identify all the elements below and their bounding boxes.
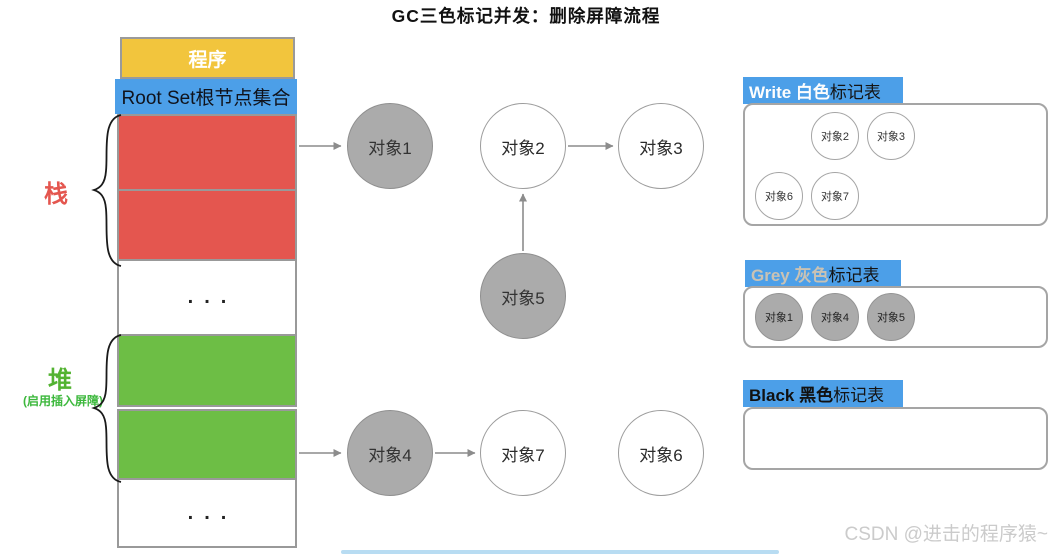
heap-side-label: 堆 (48, 367, 72, 394)
heap-side-note: (启用插入屏障) (23, 394, 103, 408)
black-table-title-en: Black 黑色 (749, 386, 834, 405)
grey-table-title-en: Grey 灰色 (751, 266, 829, 285)
node-obj7: 对象7 (480, 410, 566, 496)
node-obj4: 对象4 (347, 410, 433, 496)
grey-table-header: Grey 灰色标记表 (745, 260, 901, 287)
mini-node-label: 对象7 (820, 191, 850, 203)
white-table-item-obj3: 对象3 (867, 112, 915, 160)
grey-table-item-obj5: 对象5 (867, 293, 915, 341)
node-obj6: 对象6 (618, 410, 704, 496)
white-table-header: Write 白色标记表 (743, 77, 903, 104)
stack-side-label: 栈 (44, 181, 68, 208)
stack-cell-red-1 (117, 114, 297, 191)
white-table-item-obj2: 对象2 (811, 112, 859, 160)
page-title: GC三色标记并发：删除屏障流程 (391, 6, 661, 26)
node-obj5: 对象5 (480, 253, 566, 339)
heap-cell-green-1 (117, 334, 297, 407)
heap-cell-ellipsis-2: ... (117, 478, 297, 548)
mini-node-label: 对象1 (764, 312, 794, 324)
node-label: 对象1 (368, 138, 412, 158)
node-label: 对象3 (639, 138, 683, 158)
node-obj1: 对象1 (347, 103, 433, 189)
node-label: 对象6 (639, 445, 683, 465)
rootset-box: Root Set根节点集合 (115, 79, 297, 114)
black-table-header: Black 黑色标记表 (743, 380, 903, 407)
white-table-title-en: Write 白色 (749, 83, 830, 102)
bottom-cropped-box-edge (341, 550, 779, 554)
node-obj3: 对象3 (618, 103, 704, 189)
white-table-title-zh: 标记表 (829, 83, 881, 102)
ellipsis-label: ... (187, 286, 238, 308)
mini-node-label: 对象4 (820, 312, 850, 324)
mini-node-label: 对象3 (876, 131, 906, 143)
ellipsis-label: ... (187, 501, 238, 524)
mini-node-label: 对象5 (876, 312, 906, 324)
mini-node-label: 对象6 (764, 191, 794, 203)
grey-table-title-zh: 标记表 (828, 266, 880, 285)
white-table-item-obj6: 对象6 (755, 172, 803, 220)
black-table-box (743, 407, 1048, 470)
node-label: 对象4 (368, 445, 412, 465)
stack-cell-ellipsis-1: ... (117, 259, 297, 336)
node-label: 对象7 (501, 445, 545, 465)
white-table-item-obj7: 对象7 (811, 172, 859, 220)
grey-table-item-obj1: 对象1 (755, 293, 803, 341)
program-label: 程序 (188, 49, 227, 71)
stack-cell-red-2 (117, 189, 297, 261)
node-label: 对象2 (501, 138, 545, 158)
rootset-label: Root Set根节点集合 (121, 88, 291, 109)
program-box: 程序 (120, 37, 295, 79)
watermark: CSDN @进击的程序猿~ (844, 524, 1049, 545)
heap-cell-green-2 (117, 409, 297, 480)
grey-table-item-obj4: 对象4 (811, 293, 859, 341)
node-label: 对象5 (501, 288, 545, 308)
mini-node-label: 对象2 (820, 131, 850, 143)
black-table-title-zh: 标记表 (833, 386, 885, 405)
node-obj2: 对象2 (480, 103, 566, 189)
